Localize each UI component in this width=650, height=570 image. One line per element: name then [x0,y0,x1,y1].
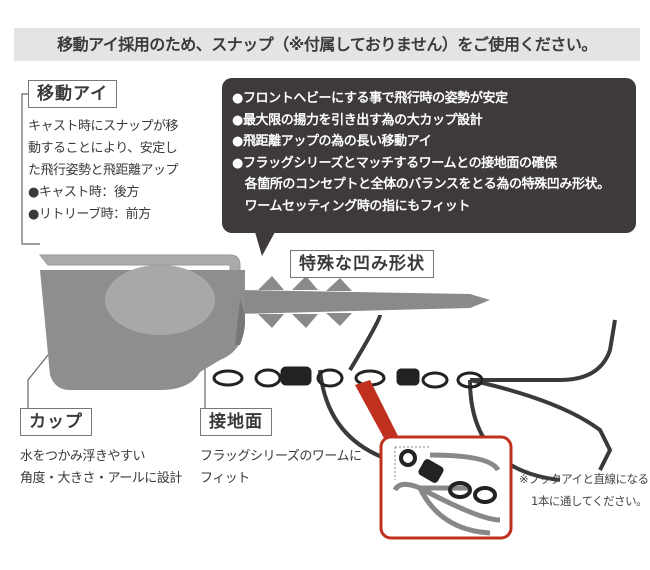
desc-line: フィット [200,471,250,486]
desc-line: ●キャスト時：後方 [28,185,139,200]
worm [238,276,490,328]
feature-item: ●最大限の揚力を引き出す為の大カップ設計 [232,112,483,128]
bubble-tail [255,232,275,256]
contact-description: フラッグシリーズのワームに フィット [200,446,362,490]
feature-item: ●フラッグシリーズとマッチするワームとの接地面の確保 [232,155,557,171]
moving-eye-label: 移動アイ [28,80,118,108]
desc-line: 角度・大きさ・アールに設計 [20,471,182,486]
desc-line: た飛行姿勢と飛距離アップ [28,163,179,178]
note-line: 1本に通してください。 [531,494,648,508]
features-bubble: ●フロントヘビーにする事で飛行時の姿勢が安定 ●最大限の揚力を引き出す為の大カッ… [222,78,636,233]
snap-notice-banner: 移動アイ採用のため、スナップ（※付属しておりません）をご使用ください。 [14,28,640,61]
moving-eye-description: キャスト時にスナップが移 動することにより、安定し た飛行姿勢と飛距離アップ ●… [28,116,179,226]
cup-description: 水をつかみ浮きやすい 角度・大きさ・アールに設計 [20,446,182,490]
moving-eye-leader [21,93,40,245]
note-line: ※フックアイと直線になる [519,472,649,486]
detail-illustration [392,446,501,536]
desc-line: 水をつかみ浮きやすい [20,449,146,464]
desc-line: キャスト時にスナップが移 [28,119,179,134]
feature-item: ●フロントヘビーにする事で飛行時の姿勢が安定 [232,91,508,106]
contact-surface-label: 接地面 [200,408,272,436]
hook-eye-note: ※フックアイと直線になる 1本に通してください。 [519,468,649,512]
feature-item: ●飛距離アップの為の長い移動アイ [232,134,432,149]
desc-line: フラッグシリーズのワームに [200,449,362,464]
desc-line: 動することにより、安定し [28,141,178,156]
feature-item: 各箇所のコンセプトと全体のバランスをとる為の特殊凹み形状。 [232,177,611,192]
swivel [212,366,484,389]
special-shape-label: 特殊な凹み形状 [290,250,434,278]
feature-item: ワームセッティング時の指にもフィット [232,198,471,214]
jig-head [38,254,245,390]
cup-label: カップ [20,408,92,436]
desc-line: ●リトリーブ時：前方 [28,207,151,222]
callout-pointer [355,380,400,440]
